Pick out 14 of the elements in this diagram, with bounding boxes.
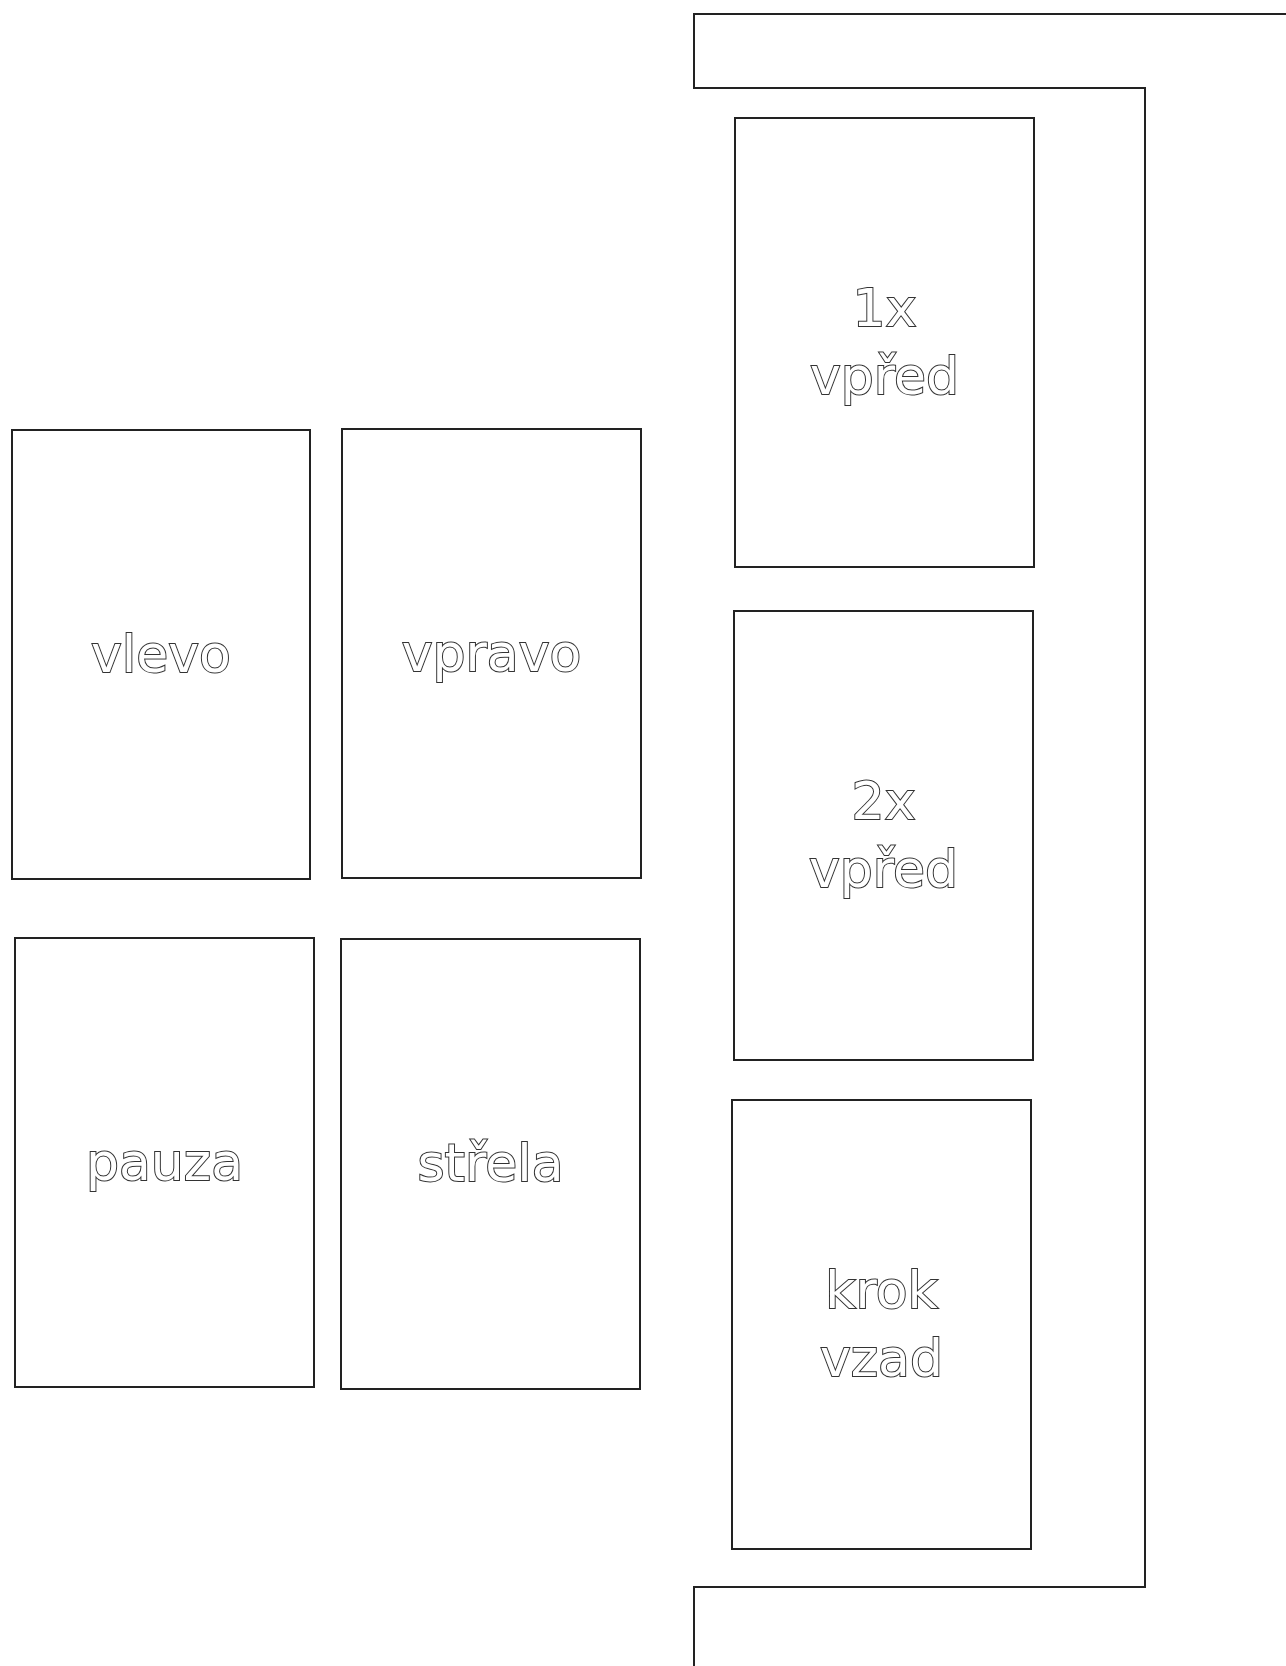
card-box	[11, 429, 311, 880]
card-box	[341, 428, 642, 879]
card-box	[731, 1099, 1032, 1550]
card-label: vlevo	[91, 622, 231, 686]
card-label: vpravo	[401, 621, 582, 685]
card-label: 2x vpřed	[809, 769, 958, 901]
card-box	[733, 610, 1034, 1061]
card-box	[340, 938, 641, 1390]
card-label: střela	[417, 1132, 564, 1196]
card-label: pauza	[86, 1130, 243, 1194]
card-box	[14, 937, 315, 1388]
card-label: 1x vpřed	[810, 276, 959, 408]
card-label: krok vzad	[820, 1258, 943, 1390]
card-box	[734, 117, 1035, 568]
